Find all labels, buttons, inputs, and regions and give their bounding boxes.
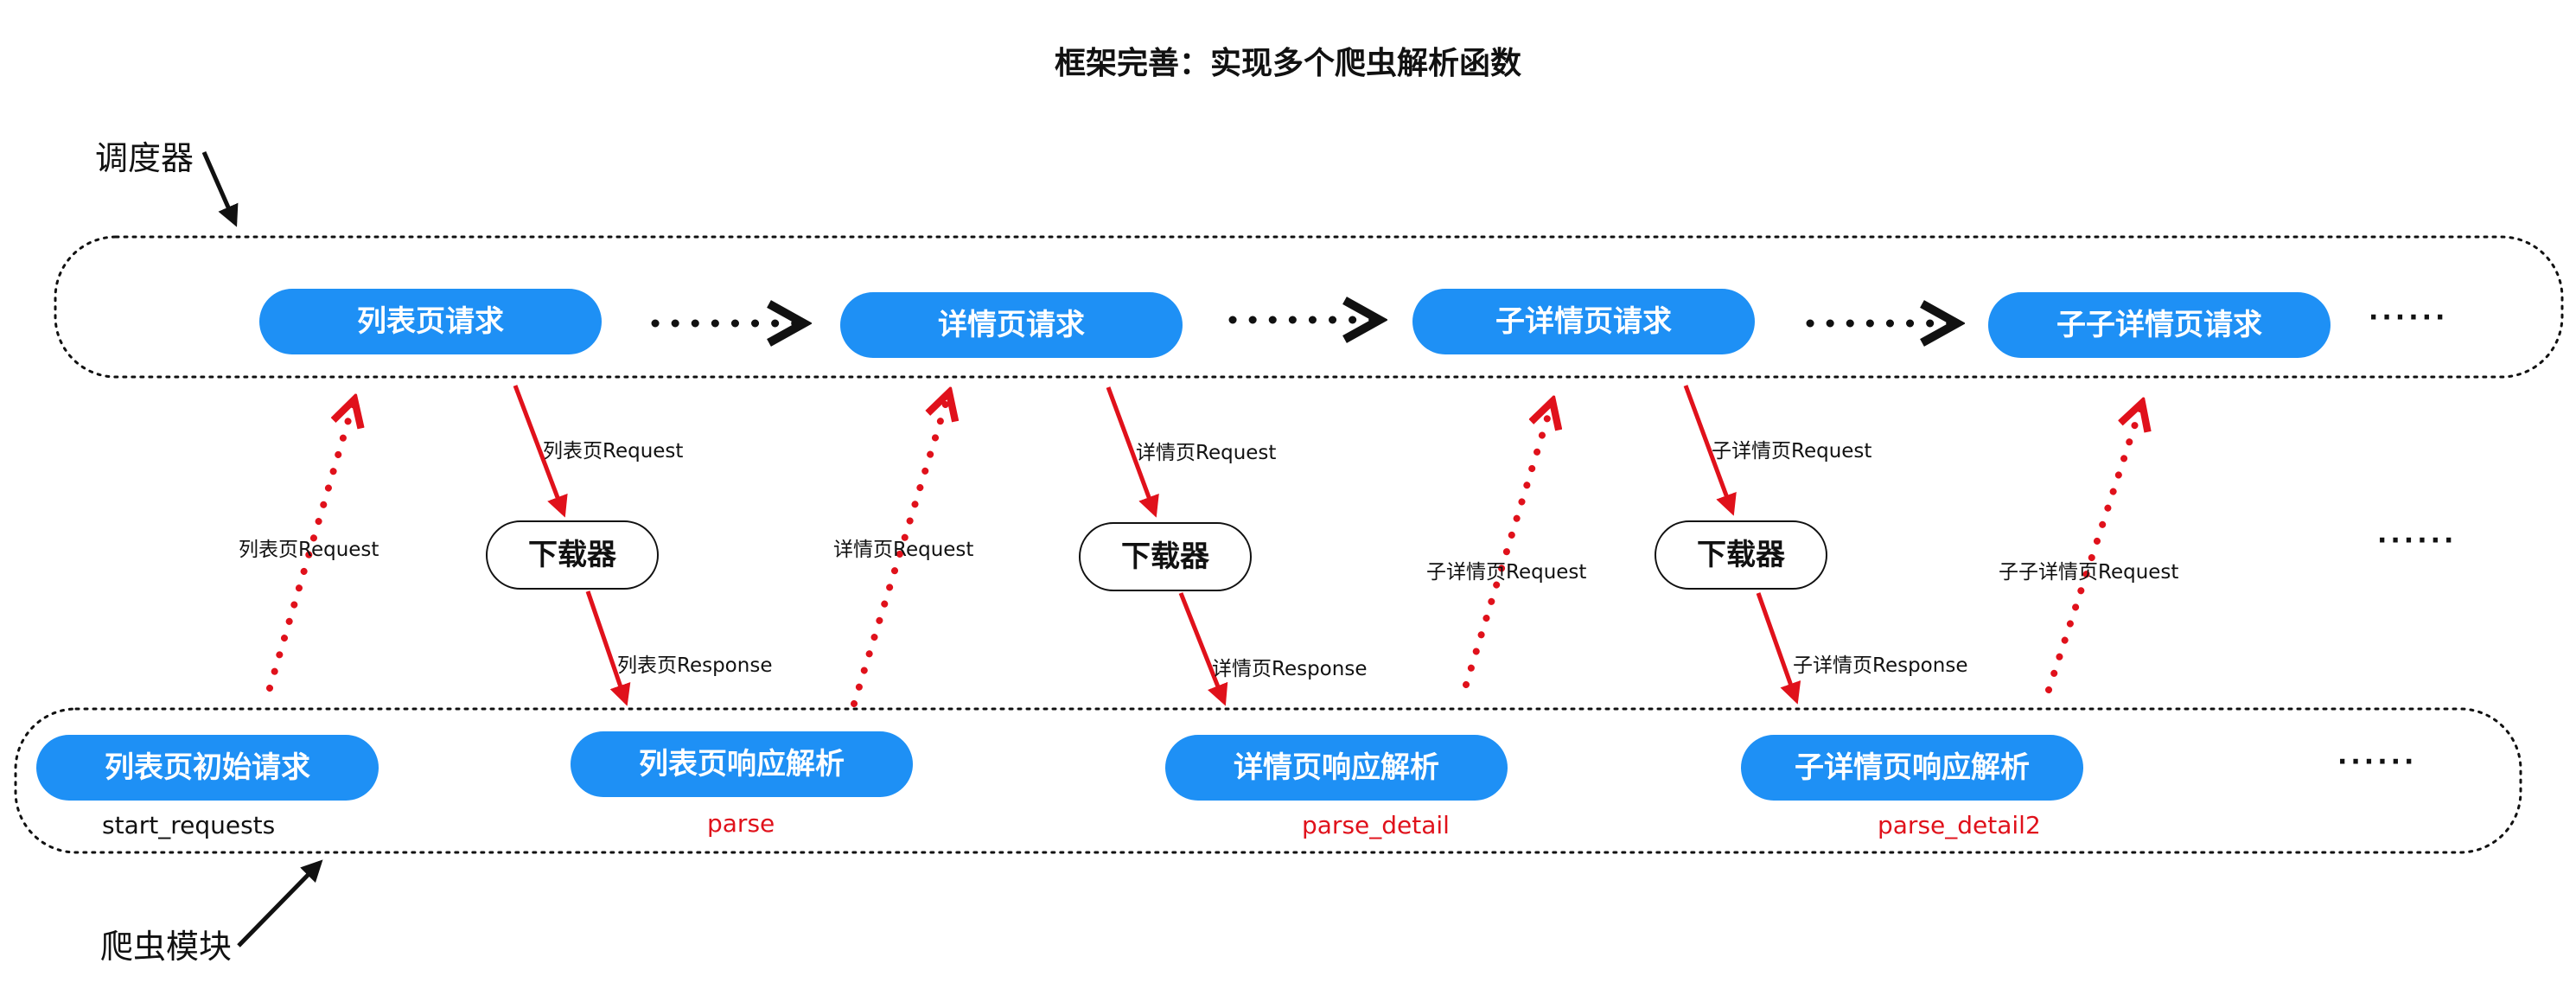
- response-arrow-3: [1756, 592, 1801, 705]
- sub-detail-page-request-node: 子详情页请求: [1412, 289, 1755, 354]
- response-arrow-1: [585, 590, 631, 706]
- yield-label-1: 列表页Request: [239, 539, 379, 561]
- function-parse: parse: [707, 809, 775, 838]
- downloader-node-1: 下载器: [486, 520, 659, 590]
- list-page-response-parse-node: 列表页响应解析: [571, 731, 913, 797]
- list-page-initial-request-node: 列表页初始请求: [36, 735, 379, 801]
- function-parse-detail: parse_detail: [1302, 811, 1450, 839]
- middle-more-dots: ······: [2377, 526, 2458, 556]
- dispatch-label-3: 子详情页Request: [1712, 440, 1872, 463]
- dispatch-arrow-1: [513, 385, 568, 518]
- detail-page-response-parse-node: 详情页响应解析: [1165, 735, 1508, 801]
- yield-arrow-3: [1463, 401, 1553, 688]
- yield-label-4: 子子详情页Request: [1999, 561, 2179, 584]
- sub-sub-detail-page-request-node: 子子详情页请求: [1988, 292, 2331, 358]
- scheduler-pointer-arrow: [201, 150, 239, 227]
- spider-container: [14, 707, 2522, 854]
- spider-more-dots: ······: [2337, 747, 2418, 777]
- yield-label-3: 子详情页Request: [1426, 561, 1587, 584]
- downloader-node-2: 下载器: [1079, 522, 1252, 591]
- function-parse-detail2: parse_detail2: [1878, 811, 2041, 839]
- scheduler-label: 调度器: [95, 139, 194, 177]
- yield-label-2: 详情页Request: [833, 539, 974, 561]
- dispatch-arrow-3: [1683, 385, 1737, 516]
- yield-arrow-1: [266, 399, 354, 692]
- scheduler-more-dots: ······: [2369, 303, 2449, 333]
- yield-arrow-4: [2045, 403, 2142, 693]
- dispatch-label-2: 详情页Request: [1136, 442, 1277, 464]
- response-arrow-2: [1178, 592, 1228, 706]
- dispatch-label-1: 列表页Request: [543, 440, 684, 463]
- downloader-node-3: 下载器: [1655, 520, 1827, 590]
- response-label-3: 子详情页Response: [1793, 654, 1968, 677]
- list-page-request-node: 列表页请求: [259, 289, 602, 354]
- yield-arrow-2: [851, 392, 949, 707]
- scheduler-container: [54, 235, 2564, 379]
- response-label-1: 列表页Response: [617, 654, 773, 677]
- dispatch-arrow-2: [1106, 386, 1159, 518]
- spider-module-label: 爬虫模块: [100, 928, 233, 966]
- response-label-2: 详情页Response: [1212, 658, 1368, 680]
- spider-pointer-arrow: [237, 859, 323, 948]
- detail-page-request-node: 详情页请求: [840, 292, 1183, 358]
- function-start-requests: start_requests: [102, 811, 276, 839]
- diagram-title: 框架完善：实现多个爬虫解析函数: [1054, 46, 1521, 81]
- sub-detail-page-response-parse-node: 子详情页响应解析: [1741, 735, 2083, 801]
